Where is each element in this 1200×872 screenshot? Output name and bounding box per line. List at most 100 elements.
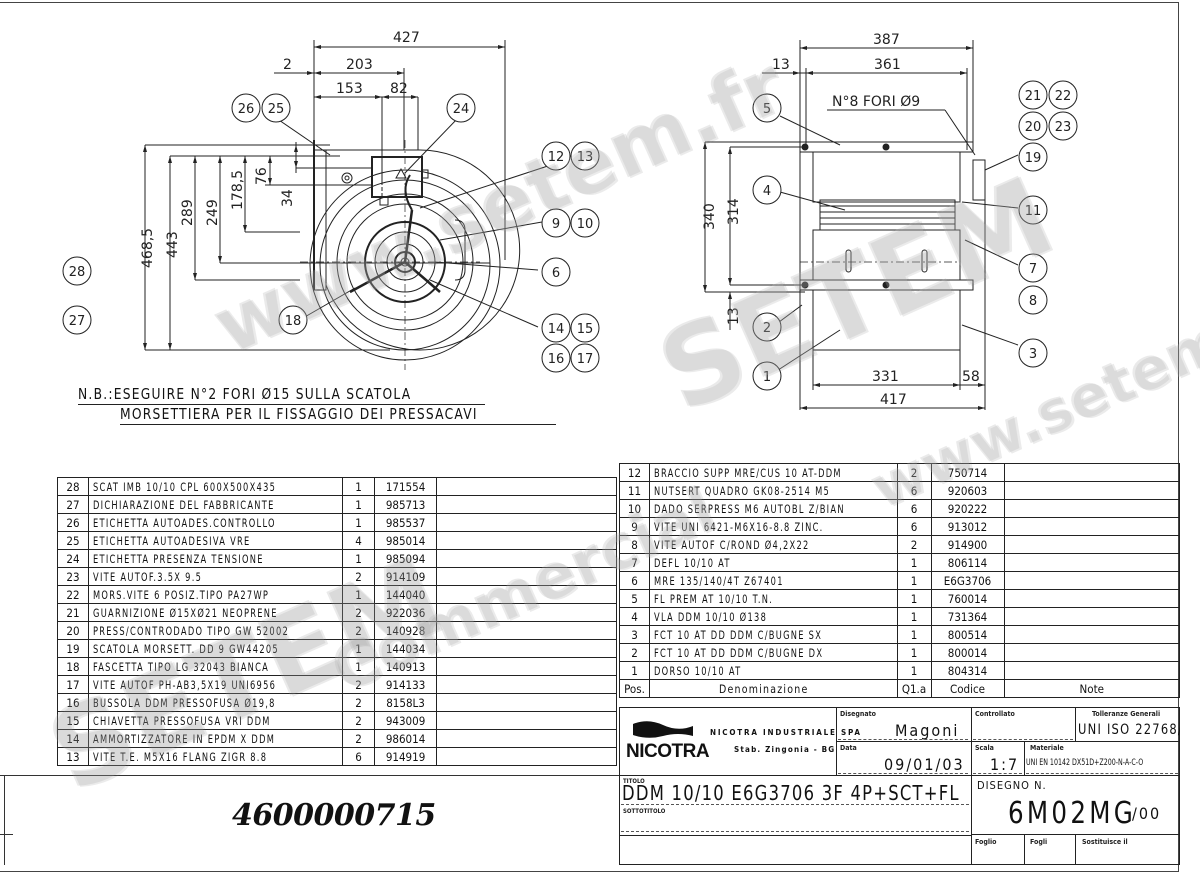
bom-notes xyxy=(436,531,617,550)
bom-quantity: 2 xyxy=(342,729,376,748)
bom-notes xyxy=(436,621,617,640)
svg-text:22: 22 xyxy=(1055,89,1072,104)
bom-header-row: Pos. Denominazione Q1.a Codice Note xyxy=(619,679,1180,698)
svg-text:8: 8 xyxy=(1029,294,1037,309)
svg-text:2: 2 xyxy=(763,321,771,336)
bom-pos: 25 xyxy=(57,531,89,550)
bom-quantity: 1 xyxy=(342,657,376,676)
svg-text:21: 21 xyxy=(1025,89,1042,104)
bom-code: 800014 xyxy=(930,643,1005,662)
bom-pos: 20 xyxy=(57,621,89,640)
bom-pos: 4 xyxy=(619,607,650,626)
bom-notes xyxy=(436,747,617,766)
svg-text:15: 15 xyxy=(577,322,594,337)
bom-description: DADO SERPRESS M6 AUTOBL Z/BIAN xyxy=(649,499,898,518)
bom-notes xyxy=(1003,607,1180,626)
svg-text:6: 6 xyxy=(552,266,560,281)
subtitle-label: SOTTOTITOLO xyxy=(623,808,666,815)
bom-pos: 21 xyxy=(57,603,89,622)
date-value: 09/01/03 xyxy=(884,755,965,774)
sheet-label: Foglio xyxy=(975,838,997,846)
bom-pos: 7 xyxy=(619,553,650,572)
bom-notes xyxy=(1003,589,1180,608)
tolerance-label: Tolleranze Generali xyxy=(1092,710,1161,718)
header-qty: Q1.a xyxy=(896,679,932,698)
svg-text:11: 11 xyxy=(1025,204,1042,219)
checked-label: Controllato xyxy=(975,710,1015,718)
bom-notes xyxy=(1003,517,1180,536)
svg-text:314: 314 xyxy=(726,198,742,225)
bom-quantity: 1 xyxy=(342,513,376,532)
bom-description: FCT 10 AT DD DDM C/BUGNE DX xyxy=(649,643,898,662)
bom-notes xyxy=(1003,661,1180,680)
dim-427: 427 xyxy=(393,30,420,46)
side-view-drawing: 387 13 361 N°8 FORI Ø9 340 314 13 331 58… xyxy=(702,32,1078,410)
drawing-no-value: 6M02MG xyxy=(1008,796,1137,831)
bom-notes xyxy=(436,693,617,712)
bom-code: 920603 xyxy=(930,481,1005,500)
bom-quantity: 6 xyxy=(896,499,932,518)
bom-code: 804314 xyxy=(930,661,1005,680)
bom-description: FL PREM AT 10/10 T.N. xyxy=(649,589,898,608)
bom-notes xyxy=(1003,535,1180,554)
bom-description: VITE AUTOF.3.5X 9.5 xyxy=(87,567,344,586)
bom-pos: 3 xyxy=(619,625,650,644)
note-line-2: MORSETTIERA PER IL FISSAGGIO DEI PRESSAC… xyxy=(120,405,557,425)
svg-text:18: 18 xyxy=(285,314,302,329)
bom-description: PRESS/CONTRODADO TIPO GW 52002 xyxy=(87,621,344,640)
bom-description: BRACCIO SUPP MRE/CUS 10 AT-DDM xyxy=(649,463,898,482)
bom-code: 171554 xyxy=(374,477,438,496)
bom-code: 8158L3 xyxy=(374,693,438,712)
bom-pos: 11 xyxy=(619,481,650,500)
bom-quantity: 6 xyxy=(896,481,932,500)
svg-text:5: 5 xyxy=(763,102,771,117)
order-box xyxy=(0,775,619,866)
bom-code: 914109 xyxy=(374,567,438,586)
bom-code: 913012 xyxy=(930,517,1005,536)
svg-text:10: 10 xyxy=(577,217,594,232)
svg-text:20: 20 xyxy=(1025,120,1042,135)
bom-notes xyxy=(436,729,617,748)
svg-text:13: 13 xyxy=(772,57,790,73)
svg-text:13: 13 xyxy=(577,150,594,165)
bom-pos: 27 xyxy=(57,495,89,514)
svg-text:1: 1 xyxy=(763,370,771,385)
bom-code: 985094 xyxy=(374,549,438,568)
bom-quantity: 2 xyxy=(342,621,376,640)
header-notes: Note xyxy=(1003,679,1180,698)
svg-text:387: 387 xyxy=(873,32,900,48)
bom-description: VITE AUTOF C/ROND Ø4,2X22 xyxy=(649,535,898,554)
bom-notes xyxy=(1003,643,1180,662)
bom-description: VITE AUTOF PH-AB3,5X19 UNI6956 xyxy=(87,675,344,694)
svg-text:25: 25 xyxy=(268,102,285,117)
bom-pos: 26 xyxy=(57,513,89,532)
bom-code: E6G3706 xyxy=(930,571,1005,590)
bom-description: SCATOLA MORSETT. DD 9 GW44205 xyxy=(87,639,344,658)
bom-description: CHIAVETTA PRESSOFUSA VRI DDM xyxy=(87,711,344,730)
bom-code: 144040 xyxy=(374,585,438,604)
svg-text:9: 9 xyxy=(552,217,560,232)
bom-description: GUARNIZIONE Ø15XØ21 NEOPRENE xyxy=(87,603,344,622)
bom-quantity: 1 xyxy=(342,549,376,568)
dim-2: 2 xyxy=(283,57,292,73)
material-label: Materiale xyxy=(1030,744,1064,752)
bom-notes xyxy=(436,711,617,730)
bom-pos: 13 xyxy=(57,747,89,766)
bom-code: 943009 xyxy=(374,711,438,730)
bom-notes xyxy=(436,585,617,604)
bom-notes xyxy=(436,495,617,514)
bom-notes xyxy=(1003,499,1180,518)
bom-pos: 19 xyxy=(57,639,89,658)
bom-quantity: 1 xyxy=(342,477,376,496)
bom-notes xyxy=(436,567,617,586)
tb-divider xyxy=(1024,741,1025,775)
